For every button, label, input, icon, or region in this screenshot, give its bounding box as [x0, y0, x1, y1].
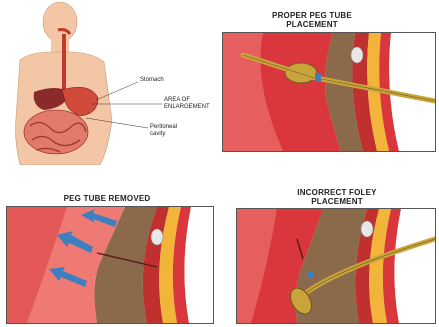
panel-title-removed: PEG TUBE REMOVED [22, 194, 192, 203]
label-area-of-enlargement: AREA OF ENLARGEMENT [164, 97, 210, 111]
anatomy-illustration [0, 0, 200, 165]
intestines [24, 110, 88, 154]
panel-title-foley: INCORRECT FOLEY PLACEMENT [262, 188, 412, 206]
torso-drawing [0, 0, 200, 165]
panel-proper-placement [222, 32, 436, 152]
panel-incorrect-foley [236, 208, 436, 324]
panel-peg-removed [6, 206, 214, 324]
label-peritoneal-cavity: Peritoneal cavity [150, 124, 177, 138]
label-stomach: Stomach [140, 77, 164, 84]
panel-title-proper: PROPER PEG TUBE PLACEMENT [232, 11, 392, 29]
head [43, 2, 77, 42]
